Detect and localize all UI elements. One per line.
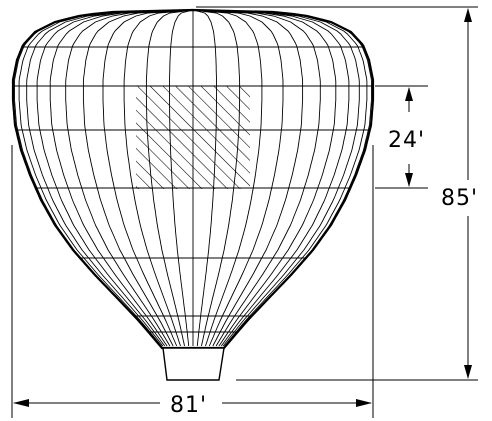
gore-seam xyxy=(49,10,194,347)
height-arrow-top xyxy=(464,8,472,22)
gore-seam xyxy=(82,10,194,347)
height-arrow-bottom xyxy=(464,365,472,379)
envelope-gores xyxy=(14,10,372,347)
gore-seam xyxy=(18,10,194,347)
gore-seam xyxy=(26,10,194,347)
gore-seam xyxy=(123,10,194,347)
gore-seam xyxy=(65,10,194,347)
banner-arrow-bottom xyxy=(405,173,413,187)
gore-seam xyxy=(192,10,350,347)
height-label: 85' xyxy=(441,186,478,211)
width-arrow-right xyxy=(356,399,372,407)
gore-seam xyxy=(192,10,321,347)
balloon-mouth xyxy=(162,347,225,381)
gore-seam xyxy=(192,10,304,347)
gore-seam xyxy=(192,10,360,347)
gore-seam xyxy=(36,10,194,347)
gore-seam xyxy=(192,10,217,347)
gore-seam xyxy=(192,10,368,347)
banner-label: 24' xyxy=(388,128,425,153)
gore-seam xyxy=(192,10,284,347)
banner-arrow-top xyxy=(405,87,413,101)
gore-seam xyxy=(192,10,241,347)
gore-seam xyxy=(145,10,194,347)
gore-seam xyxy=(102,10,194,347)
envelope-bands xyxy=(13,46,373,333)
width-arrow-left xyxy=(13,399,29,407)
gore-seam xyxy=(169,10,194,347)
gore-seam xyxy=(192,10,337,347)
width-label: 81' xyxy=(170,393,207,418)
gore-seam xyxy=(192,10,263,347)
